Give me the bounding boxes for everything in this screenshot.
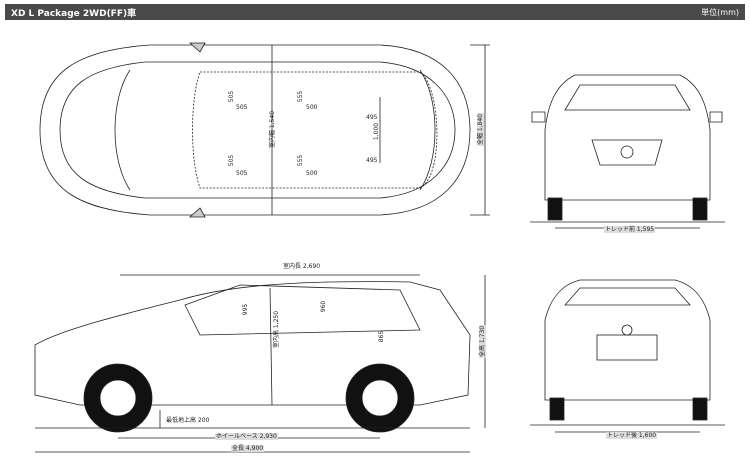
dim-ground-clearance: 最低地上高 200 — [166, 417, 210, 424]
dim-overall-width: 全幅 1,840 — [477, 112, 485, 147]
dim-mid-seat-width-2: 555 — [297, 154, 305, 167]
car-front-view — [530, 74, 725, 229]
dim-overall-length: 全長 4,900 — [231, 445, 265, 452]
dim-front-seat-1: 495 — [366, 114, 378, 121]
dim-rear-seat-depth-2: 505 — [236, 170, 248, 177]
dim-front-seat-2: 495 — [366, 157, 378, 164]
dim-front-headroom: 865 — [378, 330, 386, 343]
dim-mid-seat-depth: 500 — [306, 104, 318, 111]
dim-interior-height: 室内高 1,250 — [273, 310, 281, 349]
car-top-view — [39, 42, 490, 218]
dim-wheelbase: ホイールベース 2,930 — [215, 433, 278, 440]
dim-mid-seat-depth-2: 500 — [306, 170, 318, 177]
car-rear-view — [530, 279, 725, 433]
dim-mid-seat-width: 555 — [297, 90, 305, 103]
dim-front-gap: 1,000 — [373, 122, 381, 141]
dim-overall-height: 全高 1,730 — [479, 324, 487, 359]
dim-rear-seat-width: 505 — [228, 90, 236, 103]
dim-tread-front: トレッド前 1,595 — [604, 226, 656, 233]
model-title: XD L Package 2WD(FF)車 — [11, 9, 137, 19]
dim-tread-rear: トレッド後 1,600 — [606, 432, 658, 439]
dim-rear-seat-width-2: 505 — [228, 154, 236, 167]
dim-rear-seat-depth: 505 — [236, 104, 248, 111]
car-side-view — [34, 274, 486, 453]
title-bar: XD L Package 2WD(FF)車 単位(mm) — [5, 4, 745, 20]
dim-rear-headroom: 995 — [242, 303, 250, 316]
unit-label: 単位(mm) — [701, 8, 739, 17]
dim-interior-length: 室内長 2,690 — [283, 263, 321, 270]
dim-interior-width: 室内幅 1,540 — [269, 110, 277, 149]
dim-mid-headroom: 960 — [320, 300, 328, 313]
